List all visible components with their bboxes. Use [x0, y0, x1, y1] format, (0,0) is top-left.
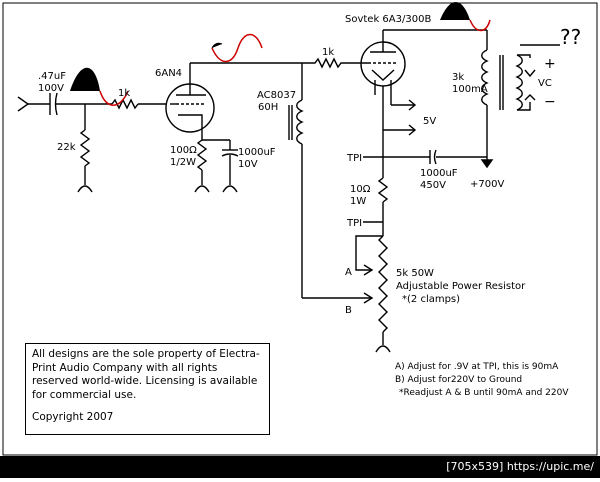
clamp-b-label: B	[345, 305, 352, 316]
note-c: *Readjust A & B until 90mA and 220V	[399, 388, 569, 398]
tpi2-label: TPI	[346, 218, 362, 229]
r-adj-value: 5k 50W	[396, 268, 434, 279]
r-cathode-value: 100Ω	[170, 145, 197, 156]
note-a: A) Adjust for .9V at TPI, this is 90mA	[395, 362, 559, 372]
ownership-notice: All designs are the sole property of Ele…	[25, 343, 270, 435]
transformer-secondary	[515, 54, 523, 111]
r-adj-note: *(2 clamps)	[402, 294, 460, 305]
r-grid-label: 22k	[57, 142, 76, 153]
plus-label: +	[544, 56, 556, 72]
r-stopper-label: 1k	[322, 47, 334, 58]
footer-bar: [705x539] https://upic.me/	[0, 456, 600, 478]
vc-label: VC	[538, 78, 552, 89]
cap-cathode-voltage: 10V	[238, 159, 258, 170]
tpi1-label: TPI	[346, 153, 362, 164]
copyright-text: Copyright 2007	[32, 411, 114, 423]
input-jack	[17, 96, 30, 112]
transformer-current: 100mA	[452, 84, 488, 95]
cap-filter-voltage: 450V	[420, 180, 446, 191]
tube1-label: 6AN4	[155, 68, 182, 79]
cap-cathode-value: 1000uF	[238, 147, 276, 158]
transformer-value: 3k	[452, 72, 464, 83]
choke-coil	[296, 99, 304, 145]
r-adj-desc: Adjustable Power Resistor	[396, 281, 526, 292]
clamp-a-label: A	[345, 267, 352, 278]
question-label: ??	[560, 25, 581, 49]
grid-resistor	[79, 129, 91, 167]
r-sense-value: 10Ω	[350, 184, 371, 195]
choke-model: AC8037	[257, 90, 296, 101]
adjust-notes: A) Adjust for .9V at TPI, this is 90mA B…	[395, 362, 569, 398]
tube2-label: Sovtek 6A3/300B	[345, 14, 431, 25]
supply-label: +700V	[470, 179, 504, 190]
cap-in-voltage: 100V	[38, 83, 64, 94]
minus-label: −	[544, 94, 556, 110]
r-sense-power: 1W	[350, 196, 366, 207]
cap-filter-value: 1000uF	[420, 168, 458, 179]
note-b: B) Adjust for220V to Ground	[395, 375, 522, 385]
border	[2, 2, 598, 456]
r-cathode-power: 1/2W	[170, 157, 196, 168]
wires	[17, 29, 560, 353]
waveforms	[70, 2, 491, 106]
cap-in-value: .47uF	[38, 71, 66, 82]
transformer-primary	[481, 49, 489, 106]
filament-label: 5V	[423, 116, 436, 127]
labels: .47uF 100V 22k 1k 6AN4 100Ω 1/2W 1000uF …	[38, 14, 581, 316]
adjustable-resistor	[378, 235, 388, 333]
notice-text: All designs are the sole property of Ele…	[32, 348, 260, 401]
footer-text[interactable]: [705x539] https://upic.me/	[446, 460, 594, 473]
grid-stopper-resistor	[111, 98, 139, 110]
choke-value: 60H	[258, 102, 278, 113]
r-grid-stop-label: 1k	[118, 88, 130, 99]
